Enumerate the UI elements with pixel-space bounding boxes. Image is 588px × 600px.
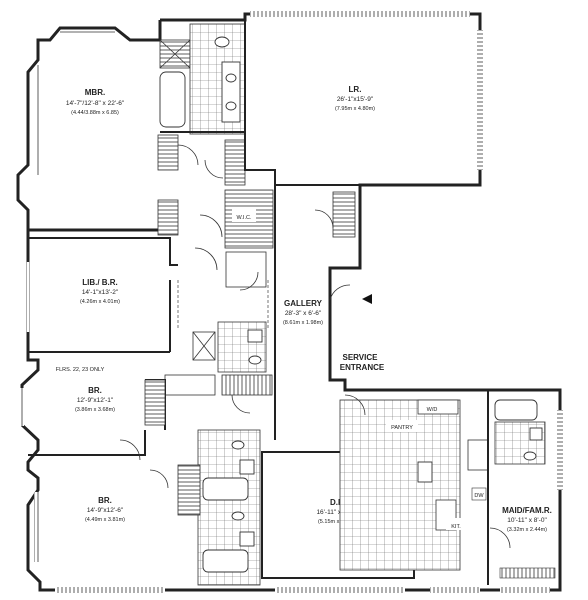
closet-icon xyxy=(221,374,273,396)
closet-icon xyxy=(157,134,179,171)
closet-icon xyxy=(177,464,201,516)
room-br1: FLRS. 22, 23 ONLY BR. 12'-9"x12'-1" (3.8… xyxy=(20,367,166,461)
maid-metric: (3.32m x 2.44m) xyxy=(507,527,547,533)
lib-dim: 14'-1"x13'-2" xyxy=(82,289,119,296)
windows-bottom xyxy=(55,11,563,593)
door-swing-icon xyxy=(149,469,169,489)
sink-icon xyxy=(417,461,433,483)
closet-icon xyxy=(332,191,356,238)
room-gallery: GALLERY 28'-3" x 6'-6" (8.61m x 1.98m) xyxy=(274,185,372,440)
door-swing-icon xyxy=(231,394,251,414)
lr-dim: 26'-1"x15'-9" xyxy=(337,96,374,103)
toilet-icon xyxy=(231,440,245,450)
toilet-icon xyxy=(248,355,262,365)
br1-note: FLRS. 22, 23 ONLY xyxy=(56,367,105,373)
service-label-2: ENTRANCE xyxy=(340,363,385,372)
mbr-name: MBR. xyxy=(85,88,105,97)
door-swing-icon xyxy=(329,284,351,301)
wic-label: W.I.C. xyxy=(237,215,252,221)
room-maid: MAID/FAM.R. 10'-11" x 8'-0" (3.32m x 2.4… xyxy=(487,390,556,585)
dr-name: D.R. xyxy=(330,498,346,507)
door-swing-icon xyxy=(314,209,334,229)
door-swing-icon xyxy=(199,214,223,238)
bath-lower xyxy=(149,429,261,586)
dr-metric: (5.15m x 4.14m) xyxy=(318,519,358,525)
gallery-metric: (8.61m x 1.98m) xyxy=(283,320,323,326)
kit-label: KIT. xyxy=(451,524,461,530)
maid-name: MAID/FAM.R. xyxy=(502,506,552,515)
br1-metric: (3.86m x 3.68m) xyxy=(75,407,115,413)
mbr-metric: (4.44/3.88m x 6.85) xyxy=(71,110,119,116)
lr-metric: (7.95m x 4.80m) xyxy=(335,106,375,112)
closet-entry xyxy=(314,191,356,238)
toilet-icon xyxy=(523,451,537,461)
sink-icon xyxy=(225,101,237,111)
pantry-label: PANTRY xyxy=(391,425,413,431)
gallery-dim: 28'-3" x 6'-6" xyxy=(285,310,322,317)
bathtub-icon xyxy=(202,549,249,573)
hall-doors xyxy=(177,247,269,330)
sink-icon xyxy=(239,531,255,547)
maid-dim: 10'-11" x 8'-0" xyxy=(507,517,547,524)
lib-name: LIB./ B.R. xyxy=(82,278,118,287)
closets-mbr xyxy=(157,134,246,236)
closet-icon xyxy=(144,379,166,426)
door-swing-icon xyxy=(239,271,259,291)
door-swing-icon xyxy=(489,527,511,549)
bathtub-icon xyxy=(494,399,538,421)
walk-in-closet: W.I.C. xyxy=(199,189,274,249)
room-kitchen: W/D PANTRY KIT. DW xyxy=(339,394,489,571)
door-swing-icon xyxy=(177,144,199,166)
lib-metric: (4.26m x 4.01m) xyxy=(80,299,120,305)
service-entrance: SERVICE ENTRANCE xyxy=(340,353,385,372)
br1-name: BR. xyxy=(88,386,102,395)
gallery-name: GALLERY xyxy=(284,299,323,308)
wd-label: W/D xyxy=(427,407,438,413)
toilet-icon xyxy=(214,36,230,48)
br2-dim: 14'-9"x12'-6" xyxy=(87,507,124,514)
door-swing-icon xyxy=(119,439,141,461)
toilet-icon xyxy=(231,511,245,521)
room-br2: BR. 14'-9"x12'-6" (4.49m x 3.81m) xyxy=(34,492,125,562)
master-bath xyxy=(159,23,246,135)
br1-dim: 12'-9"x12'-1" xyxy=(77,397,114,404)
lr-name: LR. xyxy=(349,85,362,94)
closet-icon xyxy=(157,199,179,236)
service-label-1: SERVICE xyxy=(343,353,379,362)
bathtub-icon xyxy=(202,477,249,501)
sink-icon xyxy=(529,427,543,441)
sink-icon xyxy=(225,73,237,83)
closet-icon xyxy=(224,139,246,186)
sink-icon xyxy=(247,329,263,343)
br2-metric: (4.49m x 3.81m) xyxy=(85,517,125,523)
room-lib: LIB./ B.R. 14'-1"x13'-2" (4.26m x 4.01m) xyxy=(26,237,178,353)
room-lr: LR. 26'-1"x15'-9" (7.95m x 4.80m) xyxy=(244,20,375,186)
br2-name: BR. xyxy=(98,496,112,505)
entrance-arrow-icon xyxy=(362,294,372,304)
closet-icon xyxy=(499,567,556,579)
mbr-dim: 14'-7"/12'-8" x 22'-6" xyxy=(66,100,125,107)
dr-dim: 16'-11" x 13'-7" xyxy=(316,509,360,516)
bath-middle xyxy=(164,321,273,414)
door-swing-icon xyxy=(194,247,218,271)
door-swing-icon xyxy=(344,394,366,416)
sink-icon xyxy=(239,459,255,475)
room-mbr: MBR. 14'-7"/12'-8" x 22'-6" (4.44/3.88m … xyxy=(36,31,125,175)
door-swing-icon xyxy=(204,159,224,179)
dw-label: DW xyxy=(474,493,484,499)
bathtub-icon xyxy=(159,71,186,128)
